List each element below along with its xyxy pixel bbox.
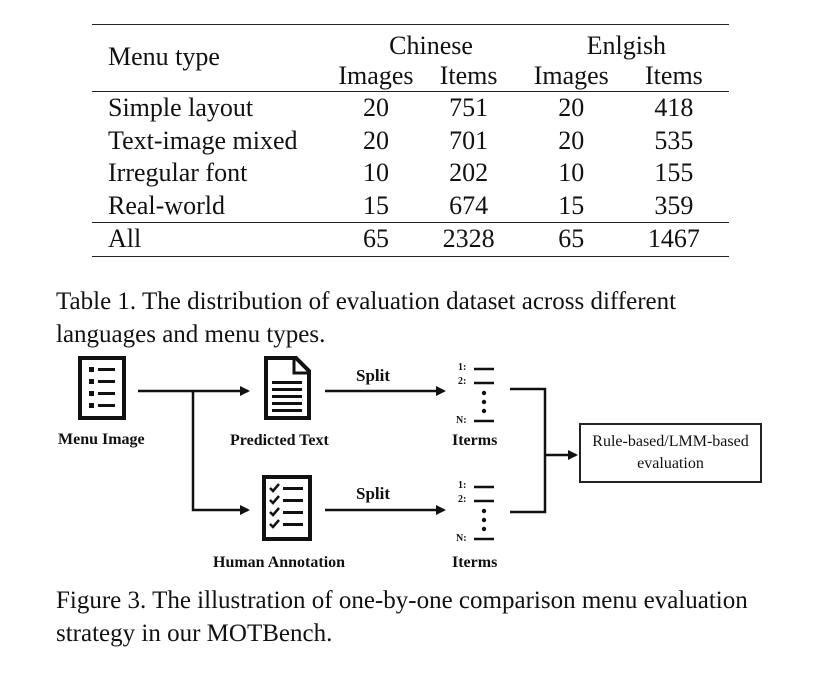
header-group-chinese: Chinese xyxy=(389,31,473,60)
cell: 65 xyxy=(362,224,389,254)
menu-list-icon xyxy=(78,356,126,420)
header-images-chinese: Images xyxy=(338,61,414,90)
header-items-english: Items xyxy=(645,61,703,90)
cell: 155 xyxy=(654,158,694,188)
cell: 418 xyxy=(654,93,694,123)
evaluation-box-line1: Rule-based/LMM-based xyxy=(592,433,749,450)
evaluation-box: Rule-based/LMM-based evaluation xyxy=(579,423,762,483)
items-label-bottom: Iterms xyxy=(452,554,498,571)
item-marker-n-bottom: N: xyxy=(456,533,467,544)
item-marker-1-top: 1: xyxy=(458,362,467,373)
table-row: Text-image mixed 20 701 20 535 xyxy=(92,125,729,158)
header-items-chinese: Items xyxy=(439,61,498,90)
items-label-top: Iterms xyxy=(452,432,498,449)
cell: 535 xyxy=(654,125,694,155)
pipeline-diagram xyxy=(78,356,578,541)
split-label-bottom: Split xyxy=(356,484,391,503)
cell: 10 xyxy=(362,158,389,188)
row-label: Real-world xyxy=(108,190,225,220)
item-marker-n-top: N: xyxy=(456,415,467,426)
predicted-text-label: Predicted Text xyxy=(230,432,329,449)
row-label: All xyxy=(108,224,142,254)
items-list-icon-top xyxy=(474,367,494,423)
table-row-total: All 65 2328 65 1467 xyxy=(92,222,729,256)
item-marker-1-bottom: 1: xyxy=(458,480,467,491)
row-label: Irregular font xyxy=(108,158,248,188)
cell: 10 xyxy=(558,158,585,188)
table-row: Real-world 15 674 15 359 xyxy=(92,190,729,223)
table-row: Simple layout 20 751 20 418 xyxy=(92,91,729,125)
checklist-icon xyxy=(262,475,312,541)
evaluation-box-line2: evaluation xyxy=(637,455,704,472)
human-annotation-label: Human Annotation xyxy=(213,554,346,571)
table-caption: Table 1. The distribution of evaluation … xyxy=(56,288,677,348)
header-images-english: Images xyxy=(533,61,609,90)
menu-image-label: Menu Image xyxy=(58,431,145,448)
cell: 2328 xyxy=(442,224,495,254)
cell: 20 xyxy=(362,93,389,123)
row-label: Simple layout xyxy=(108,93,254,123)
item-marker-2-bottom: 2: xyxy=(458,494,467,505)
cell: 20 xyxy=(558,125,585,155)
cell: 15 xyxy=(558,190,585,220)
table-row: Irregular font 10 202 10 155 xyxy=(92,157,729,190)
distribution-table: Menu type Chinese Enlgish Images Items I… xyxy=(92,24,729,257)
figure-caption: Figure 3. The illustration of one-by-one… xyxy=(56,587,748,647)
document-icon xyxy=(264,356,311,420)
cell: 1467 xyxy=(647,224,700,254)
cell: 674 xyxy=(449,190,489,220)
cell: 20 xyxy=(362,125,389,155)
row-label: Text-image mixed xyxy=(108,125,298,155)
header-menu-type: Menu type xyxy=(108,42,220,71)
cell: 65 xyxy=(558,224,585,254)
cell: 20 xyxy=(558,93,585,123)
header-group-english: Enlgish xyxy=(586,31,667,60)
cell: 359 xyxy=(654,190,694,220)
evaluation-pipeline-figure: 1: 2: N: 1: 2: N: Menu Image Predicted T… xyxy=(0,345,821,580)
items-list-icon-bottom xyxy=(474,485,494,541)
cell: 701 xyxy=(449,125,489,155)
item-marker-2-top: 2: xyxy=(458,376,467,387)
cell: 202 xyxy=(449,158,489,188)
cell: 751 xyxy=(449,93,489,123)
split-label-top: Split xyxy=(356,366,391,385)
cell: 15 xyxy=(362,190,389,220)
flow-arrows xyxy=(138,386,578,515)
